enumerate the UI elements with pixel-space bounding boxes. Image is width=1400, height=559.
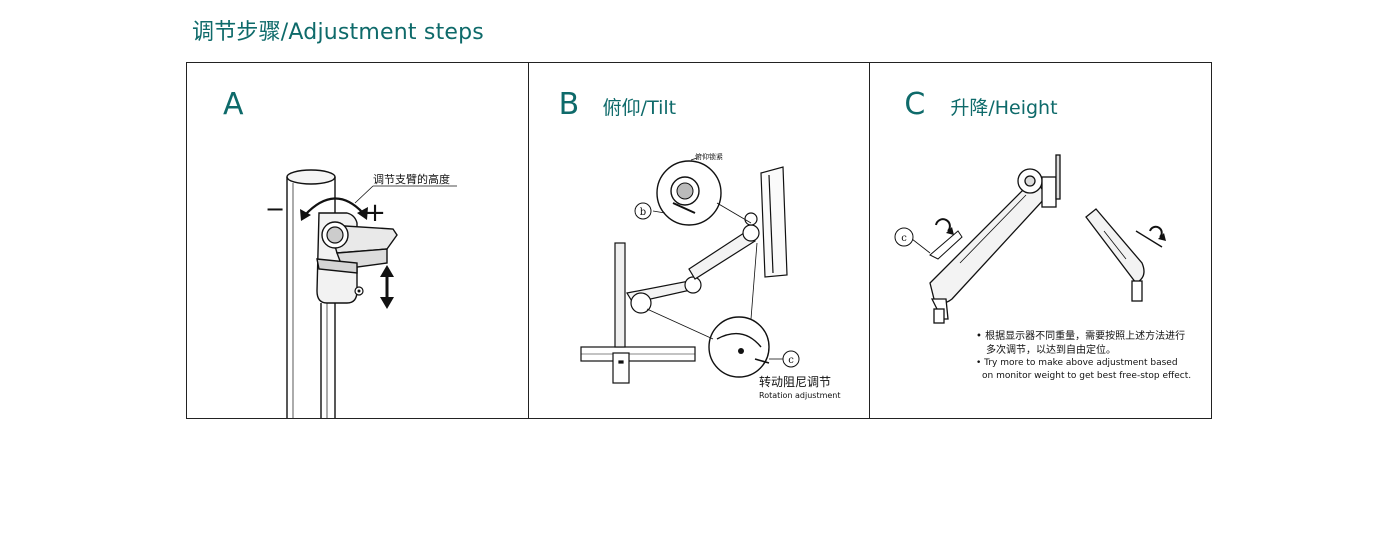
panel-b-letter: B	[558, 87, 580, 122]
rotation-label-en: Rotation adjustment	[759, 391, 841, 400]
minus-sign: −	[265, 195, 285, 223]
marker-c: c	[788, 355, 794, 366]
page-title: 调节步骤/Adjustment steps	[192, 20, 484, 45]
panel-a: A	[187, 63, 529, 418]
steps-grid: A	[186, 62, 1212, 419]
note-en-line2: on monitor weight to get best free-stop …	[982, 371, 1191, 381]
tilt-illustration: 俯仰锁紧 b c 转动阻尼调节 Rotation adjustment	[580, 152, 841, 400]
panel-a-letter: A	[223, 87, 244, 122]
plus-sign: +	[364, 198, 386, 228]
note-cn-line1: • 根据显示器不同重量，需要按照上述方法进行	[976, 329, 1185, 342]
pole-height-illustration: − + 调节支臂的高度	[265, 169, 457, 418]
height-illustration: c • 根据显示器不同重量，需要按照上述方法进行 多次调节，以达到自由定位。 •…	[894, 154, 1191, 381]
panel-c: C 升降/Height c	[870, 63, 1211, 418]
panel-c-letter: C	[904, 87, 926, 122]
rotation-label-cn: 转动阻尼调节	[759, 374, 831, 389]
note-cn-line2: 多次调节，以达到自由定位。	[986, 343, 1116, 356]
panel-c-subtitle: 升降/Height	[950, 97, 1058, 119]
note-en-line1: • Try more to make above adjustment base…	[976, 358, 1178, 368]
marker-b: b	[639, 207, 645, 218]
panel-b-subtitle: 俯仰/Tilt	[602, 97, 677, 119]
tilt-lock-label: 俯仰锁紧	[695, 152, 723, 161]
height-adjust-label: 调节支臂的高度	[373, 172, 450, 186]
marker-c: c	[902, 233, 908, 244]
panel-b: B 俯仰/Tilt	[529, 63, 871, 418]
